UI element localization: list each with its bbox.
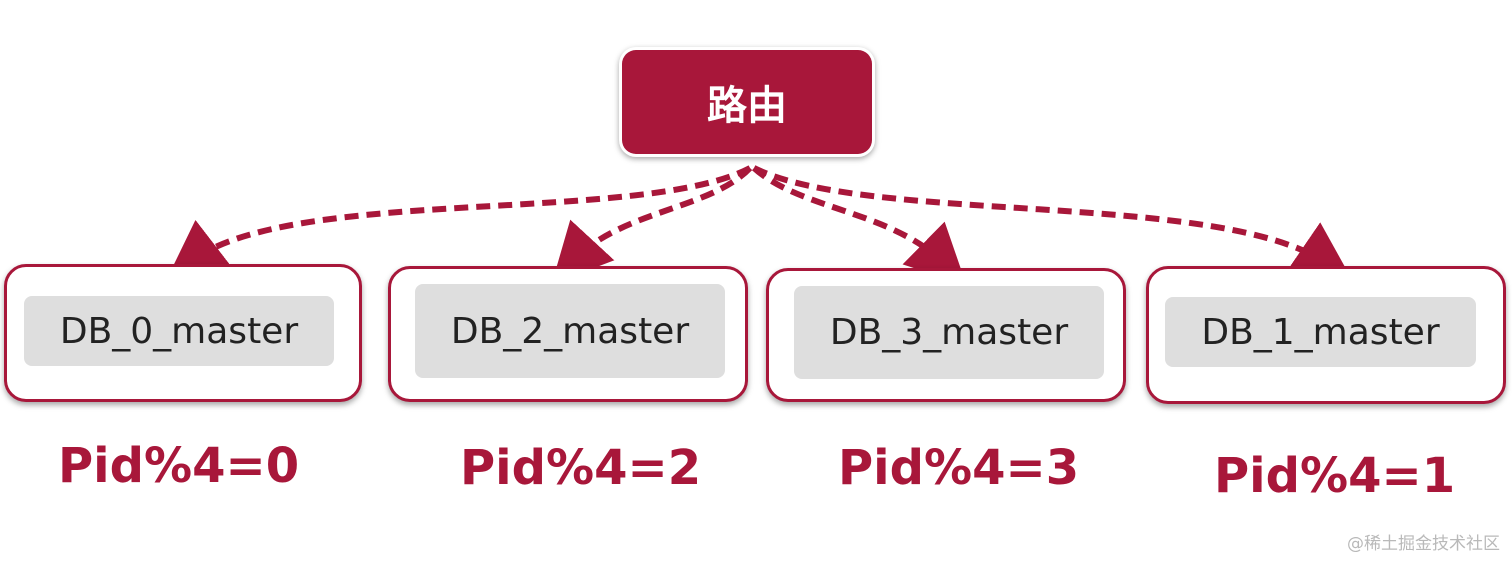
db-label: DB_3_master [829, 312, 1069, 353]
db-label: DB_0_master [59, 310, 299, 352]
router-label: 路由 [707, 83, 787, 129]
arrow-to-db-2 [551, 165, 753, 285]
arrow-to-db-0 [166, 165, 752, 281]
shard-rule-0: Pid%4=0 [58, 438, 300, 494]
arrow-to-db-3 [751, 165, 967, 286]
db-label: DB_2_master [450, 310, 690, 352]
db-label-panel: DB_2_master [415, 284, 725, 378]
db-node-0: DB_0_master [4, 264, 362, 402]
db-node-2: DB_2_master [388, 266, 748, 402]
shard-rule-2: Pid%4=2 [460, 440, 702, 496]
arrow-to-db-1 [752, 165, 1353, 281]
db-label-panel: DB_3_master [794, 286, 1104, 379]
db-label: DB_1_master [1201, 311, 1440, 353]
watermark: @稀土掘金技术社区 [1347, 534, 1500, 554]
db-node-1: DB_1_master [1146, 266, 1506, 404]
db-node-3: DB_3_master [766, 268, 1126, 402]
router-node: 路由 [622, 50, 872, 154]
shard-rule-1: Pid%4=1 [1214, 448, 1456, 504]
db-label-panel: DB_0_master [24, 296, 334, 366]
shard-rule-3: Pid%4=3 [838, 440, 1080, 496]
db-label-panel: DB_1_master [1165, 297, 1476, 367]
